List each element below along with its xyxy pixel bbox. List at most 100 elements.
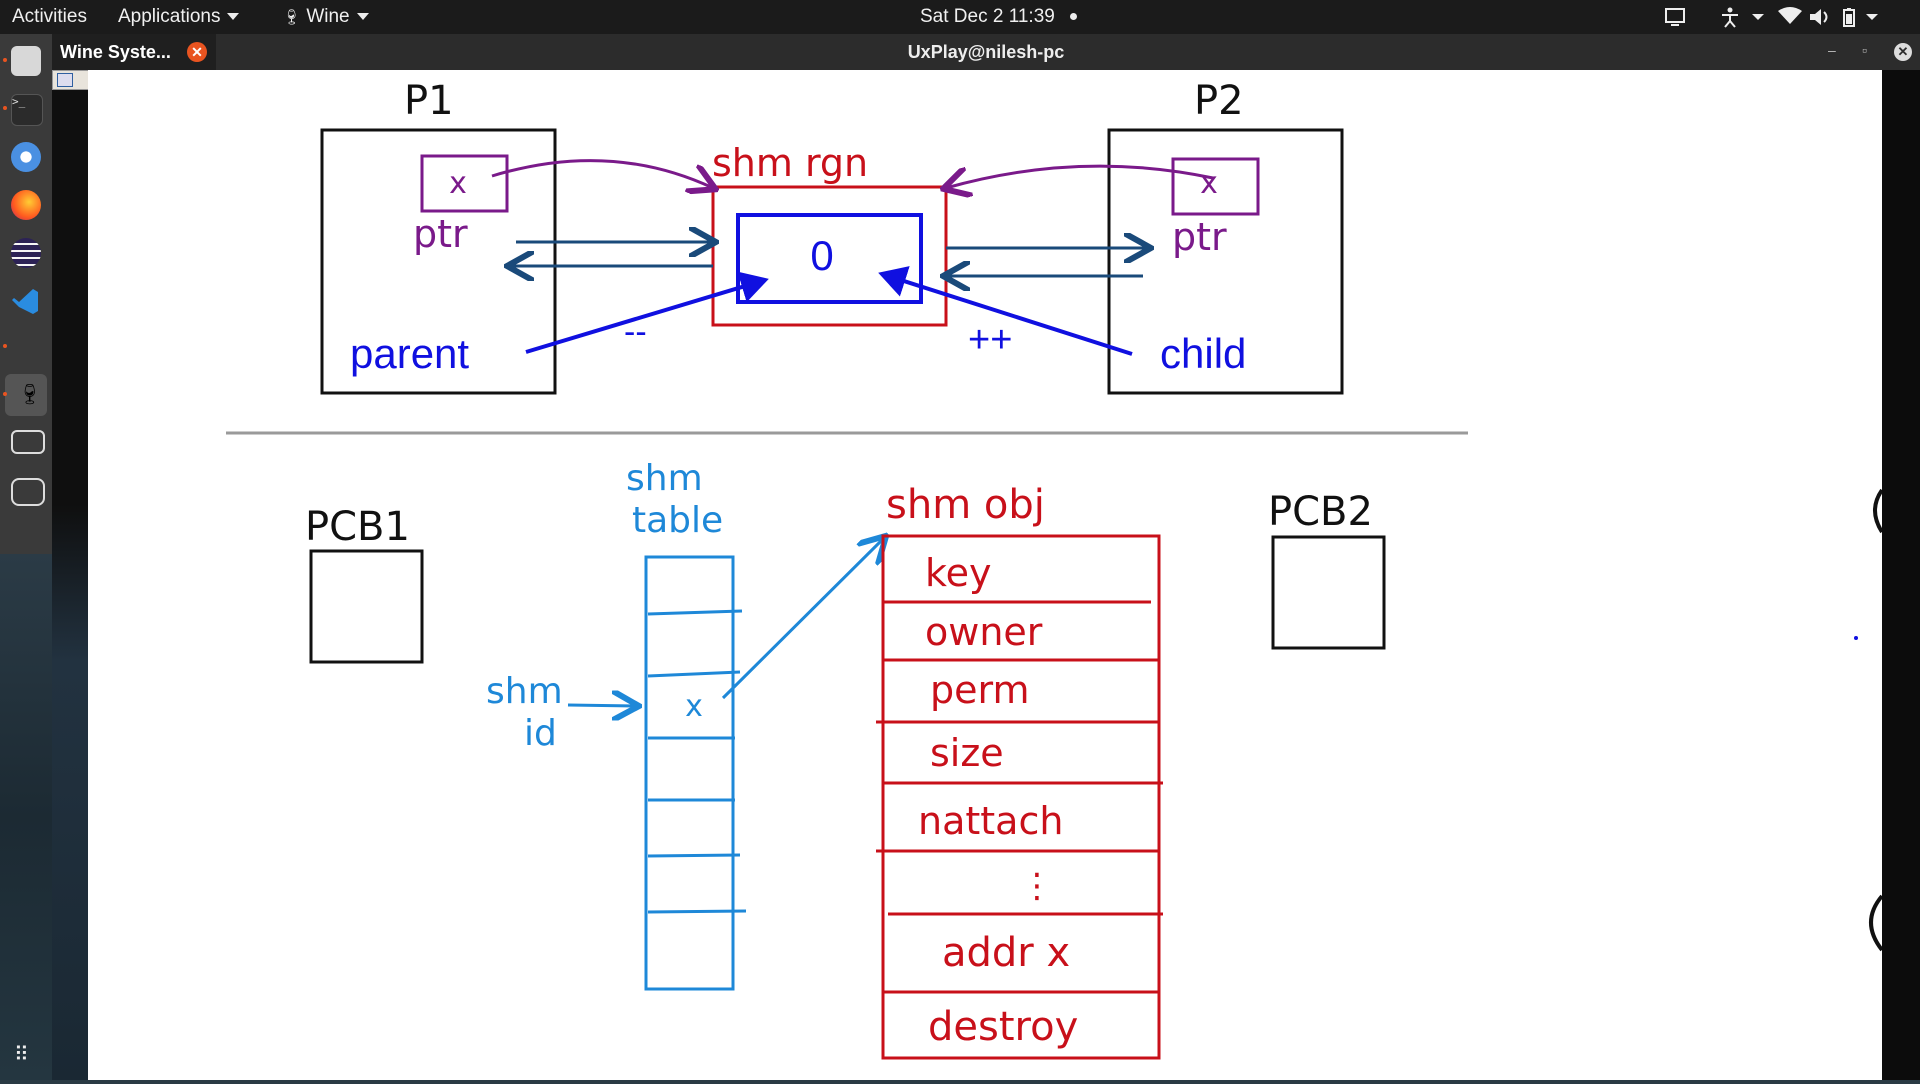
- p1-label: P1: [404, 78, 454, 124]
- pcb1-box: [309, 549, 424, 664]
- p1-ptr-label: ptr: [413, 212, 468, 256]
- files-icon[interactable]: [11, 46, 41, 76]
- firefox-icon[interactable]: [11, 190, 41, 220]
- top-bar: Activities Applications 🍷︎ Wine Sat Dec …: [0, 0, 1920, 34]
- wine-dock-item[interactable]: 🍷︎: [5, 374, 47, 416]
- p1-ptr-box: [420, 154, 509, 213]
- counter-box: [736, 213, 923, 304]
- obj-field-key: key: [925, 551, 992, 595]
- chevron-down-icon: [1752, 14, 1764, 20]
- table-row-divider: [647, 853, 741, 858]
- terminal-icon[interactable]: >_: [11, 94, 43, 126]
- activities-button[interactable]: Activities: [12, 6, 87, 27]
- table-row-divider: [647, 909, 747, 914]
- shm-table-rows: [647, 609, 747, 914]
- shm-id-label-1: shm: [486, 671, 563, 712]
- volume-icon[interactable]: [1810, 9, 1828, 25]
- tray-window-icon[interactable]: [57, 73, 73, 87]
- obj-field-perm: perm: [930, 668, 1029, 712]
- minimize-button[interactable]: –: [1828, 42, 1836, 58]
- shm-table-marker: x: [685, 689, 703, 724]
- maximize-button[interactable]: ▫: [1862, 42, 1867, 58]
- shm-id-label-2: id: [524, 713, 557, 754]
- p2-ptr-arrow: [946, 164, 1214, 188]
- eclipse-icon[interactable]: [11, 238, 41, 268]
- obj-field-addr: addr x: [942, 930, 1070, 976]
- table-to-obj-arrow: [721, 538, 884, 700]
- p2-box: [1107, 128, 1344, 395]
- whiteboard-canvas[interactable]: P1 P2 shm rgn 0 x ptr x ptr parent child…: [88, 70, 1884, 1080]
- shm-table-label-2: table: [632, 500, 723, 541]
- obj-field-ellipsis: ⋮: [1020, 866, 1054, 906]
- table-row-divider: [647, 609, 743, 616]
- child-label: child: [1160, 330, 1246, 377]
- applications-menu[interactable]: Applications: [118, 6, 240, 28]
- counter-value: 0: [810, 232, 833, 279]
- remote-display-icon[interactable]: [11, 430, 45, 454]
- system-tray[interactable]: [1662, 6, 1902, 28]
- close-icon[interactable]: ✕: [187, 42, 207, 62]
- p2-label: P2: [1194, 78, 1244, 124]
- wine-window-title: Wine Syste...: [60, 42, 171, 62]
- close-button[interactable]: ✕: [1894, 43, 1912, 61]
- parent-label: parent: [350, 330, 469, 377]
- clock[interactable]: Sat Dec 2 11:39: [920, 6, 1078, 28]
- shm-region-label: shm rgn: [712, 141, 868, 185]
- applications-label: Applications: [118, 6, 221, 27]
- child-arrow: [878, 266, 1133, 356]
- wifi-icon[interactable]: [1778, 7, 1802, 24]
- running-indicator: [3, 58, 7, 62]
- obj-field-size: size: [930, 731, 1004, 775]
- chevron-down-icon: [1866, 14, 1878, 20]
- display-icon[interactable]: [1665, 8, 1685, 26]
- window-titlebar[interactable]: UxPlay@nilesh-pc – ▫ ✕: [52, 34, 1920, 70]
- wine-menu[interactable]: 🍷︎ Wine: [282, 6, 369, 28]
- shm-obj-rows: [876, 600, 1163, 994]
- vscode-icon[interactable]: [11, 286, 41, 316]
- decrement-label: --: [624, 313, 647, 351]
- shm-table: [644, 555, 735, 991]
- table-row-divider: [647, 670, 741, 678]
- wine-glass-icon: 🍷︎: [17, 382, 43, 406]
- p1-box: [320, 128, 557, 395]
- accessibility-icon[interactable]: [1722, 7, 1738, 28]
- dock: >_ 🍷︎ ⠿: [0, 34, 52, 1080]
- p1-ptr-marker: x: [449, 166, 467, 201]
- desktop-background: [52, 34, 88, 1080]
- show-apps-icon[interactable]: ⠿: [14, 1042, 29, 1066]
- partial-stroke: [1873, 488, 1884, 534]
- p2-ptr-marker: x: [1200, 166, 1218, 201]
- obj-field-owner: owner: [925, 610, 1043, 654]
- chevron-down-icon: [356, 13, 369, 21]
- pcb2-label: PCB2: [1268, 489, 1373, 535]
- pcb1-label: PCB1: [305, 504, 410, 550]
- wine-system-tray-window[interactable]: Wine Syste... ✕: [52, 34, 216, 70]
- running-indicator: [3, 344, 7, 348]
- shm-obj-label: shm obj: [886, 482, 1045, 528]
- obj-field-destroy: destroy: [928, 1004, 1078, 1050]
- pcb2-box: [1271, 535, 1386, 650]
- p2-ptr-label: ptr: [1172, 215, 1227, 259]
- p2-ptr-box: [1171, 157, 1260, 216]
- increment-label: ++: [968, 319, 1012, 361]
- battery-icon[interactable]: [1843, 8, 1855, 27]
- shm-id-arrow: [567, 705, 636, 706]
- wine-menu-label: Wine: [306, 6, 350, 27]
- shm-table-label-1: shm: [626, 458, 703, 499]
- obj-field-nattach: nattach: [918, 799, 1063, 843]
- screenshot-icon[interactable]: [11, 478, 45, 506]
- clock-label: Sat Dec 2 11:39: [920, 6, 1055, 27]
- desktop-background-right: [1882, 34, 1920, 1080]
- parent-arrow: [525, 271, 769, 354]
- chromium-icon[interactable]: [11, 142, 41, 172]
- stray-dot: [1854, 636, 1858, 640]
- running-indicator: [3, 106, 7, 110]
- window-title: UxPlay@nilesh-pc: [907, 42, 1065, 62]
- wine-glass-icon: 🍷︎: [282, 9, 302, 26]
- notification-dot-icon: [1070, 13, 1078, 21]
- wallpaper: [0, 554, 52, 1080]
- running-indicator: [3, 392, 7, 396]
- whiteboard-drawing: P1 P2 shm rgn 0 x ptr x ptr parent child…: [226, 78, 1884, 1060]
- chevron-down-icon: [227, 13, 240, 21]
- shm-obj-table: [881, 534, 1161, 1060]
